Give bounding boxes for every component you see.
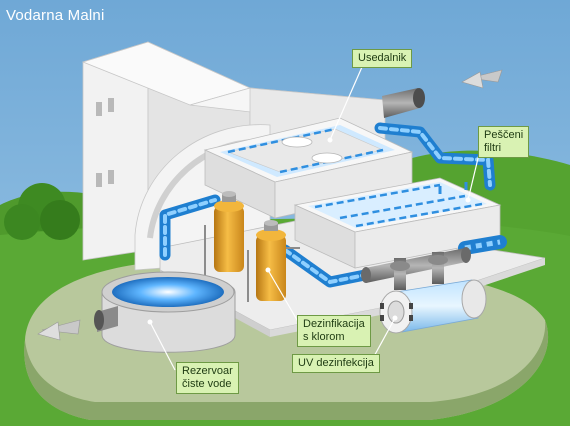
diagram-title: Vodarna Malni	[6, 7, 105, 24]
ground-edge	[24, 320, 549, 420]
chlorine-tank	[247, 220, 300, 302]
label-rezervoar-line1: Rezervoar	[182, 365, 233, 377]
chlorine-tank	[204, 191, 244, 275]
pipe-manifold	[361, 247, 471, 290]
leader-lines	[149, 66, 481, 371]
arrow-icon	[461, 71, 484, 89]
sand-filters	[293, 177, 502, 269]
label-uv-dezinfekcija-text: UV dezinfekcija	[298, 357, 374, 369]
label-pesceni-filtri: Peščeni filtri	[478, 126, 530, 158]
leader-dots	[147, 137, 471, 325]
reservoir	[94, 271, 236, 353]
bush	[40, 200, 80, 240]
label-uv-dezinfekcija: UV dezinfekcija	[292, 354, 380, 373]
arrow-icon	[37, 321, 61, 341]
label-dezinfekcija-klorom-line2: s klorom	[303, 331, 345, 343]
label-usedalnik-text: Usedalnik	[358, 52, 407, 64]
sedimentation-basin	[203, 117, 414, 219]
label-pesceni-filtri-line2: filtri	[484, 142, 502, 154]
label-rezervoar: Rezervoar čiste vode	[176, 362, 239, 394]
label-usedalnik: Usedalnik	[352, 49, 413, 68]
label-rezervoar-line2: čiste vode	[182, 378, 232, 390]
bush	[4, 204, 40, 240]
label-pesceni-filtri-line1: Peščeni	[484, 129, 524, 141]
label-dezinfekcija-klorom-line1: Dezinfikacija	[303, 318, 365, 330]
uv-unit	[379, 279, 487, 334]
label-dezinfekcija-klorom: Dezinfikacija s klorom	[297, 315, 371, 347]
